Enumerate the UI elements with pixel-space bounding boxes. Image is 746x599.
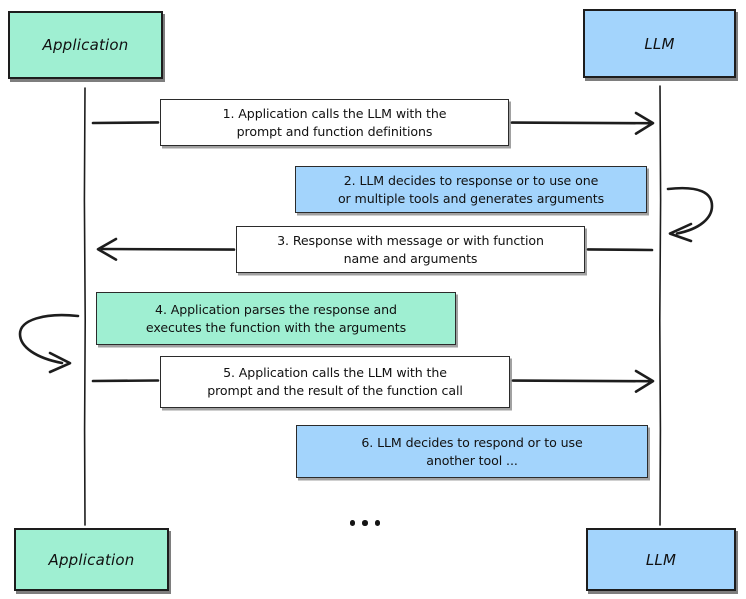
message-note-5-text: 5. Application calls the LLM with the pr… — [207, 364, 463, 400]
participant-application-bottom[interactable]: Application — [14, 528, 169, 591]
message-note-6-line1: 6. LLM decides to respond or to use — [361, 434, 583, 450]
message-note-1[interactable]: 1. Application calls the LLM with the pr… — [160, 99, 509, 146]
arrow-5-right-shaft — [511, 379, 652, 383]
message-note-6-text: 6. LLM decides to respond or to use anot… — [361, 434, 582, 470]
message-note-1-line2: prompt and function definitions — [236, 123, 433, 139]
message-note-5[interactable]: 5. Application calls the LLM with the pr… — [160, 356, 510, 408]
participant-llm-top[interactable]: LLM — [583, 9, 736, 78]
message-note-3-line2: name and arguments — [343, 250, 478, 266]
self-loop-llm-arc — [666, 186, 714, 235]
lifeline-llm — [659, 85, 662, 526]
message-note-1-line1: 1. Application calls the LLM with the — [222, 105, 447, 121]
message-note-2[interactable]: 2. LLM decides to response or to use one… — [295, 166, 647, 213]
message-note-2-line2: or multiple tools and generates argument… — [337, 190, 605, 206]
self-loop-llm-head — [668, 222, 693, 243]
message-note-6[interactable]: 6. LLM decides to respond or to use anot… — [296, 425, 648, 478]
arrow-1-head — [634, 111, 655, 135]
message-note-2-line1: 2. LLM decides to response or to use one — [343, 172, 599, 188]
participant-application-bottom-label: Application — [48, 550, 135, 569]
arrow-1-right-shaft — [510, 121, 652, 125]
participant-application-top[interactable]: Application — [8, 11, 163, 79]
participant-llm-bottom[interactable]: LLM — [586, 528, 736, 591]
message-note-5-line1: 5. Application calls the LLM with the — [223, 365, 447, 381]
self-loop-app-head — [48, 351, 72, 374]
participant-llm-top-label: LLM — [644, 34, 675, 53]
arrow-3-right-stub — [586, 248, 654, 252]
message-note-3-text: 3. Response with message or with functio… — [277, 232, 544, 268]
arrow-1-left-stub — [91, 121, 160, 125]
self-loop-app-arc — [18, 313, 80, 365]
message-note-5-line2: prompt and the result of the function ca… — [207, 383, 463, 398]
participant-application-top-label: Application — [42, 36, 129, 54]
arrow-3-left-shaft — [100, 247, 236, 251]
message-note-2-text: 2. LLM decides to response or to use one… — [338, 172, 604, 208]
ellipsis-dot-1 — [349, 520, 356, 526]
continuation-ellipsis-icon — [335, 510, 395, 536]
message-note-3-line1: 3. Response with message or with functio… — [277, 232, 544, 248]
arrow-3-head — [96, 237, 118, 261]
ellipsis-dot-3 — [374, 520, 381, 526]
lifeline-application — [83, 87, 86, 526]
arrow-5-left-stub — [91, 379, 160, 383]
message-note-4[interactable]: 4. Application parses the response and e… — [96, 292, 456, 345]
arrow-5-head — [634, 369, 655, 393]
participant-llm-bottom-label: LLM — [645, 550, 677, 569]
message-note-4-text: 4. Application parses the response and e… — [146, 301, 406, 337]
message-note-6-line2: another tool ... — [426, 452, 518, 468]
message-note-4-line1: 4. Application parses the response and — [155, 301, 397, 317]
message-note-4-line2: executes the function with the arguments — [145, 319, 407, 335]
message-note-3[interactable]: 3. Response with message or with functio… — [236, 226, 585, 273]
message-note-1-text: 1. Application calls the LLM with the pr… — [223, 105, 447, 141]
ellipsis-dot-2 — [362, 520, 368, 526]
